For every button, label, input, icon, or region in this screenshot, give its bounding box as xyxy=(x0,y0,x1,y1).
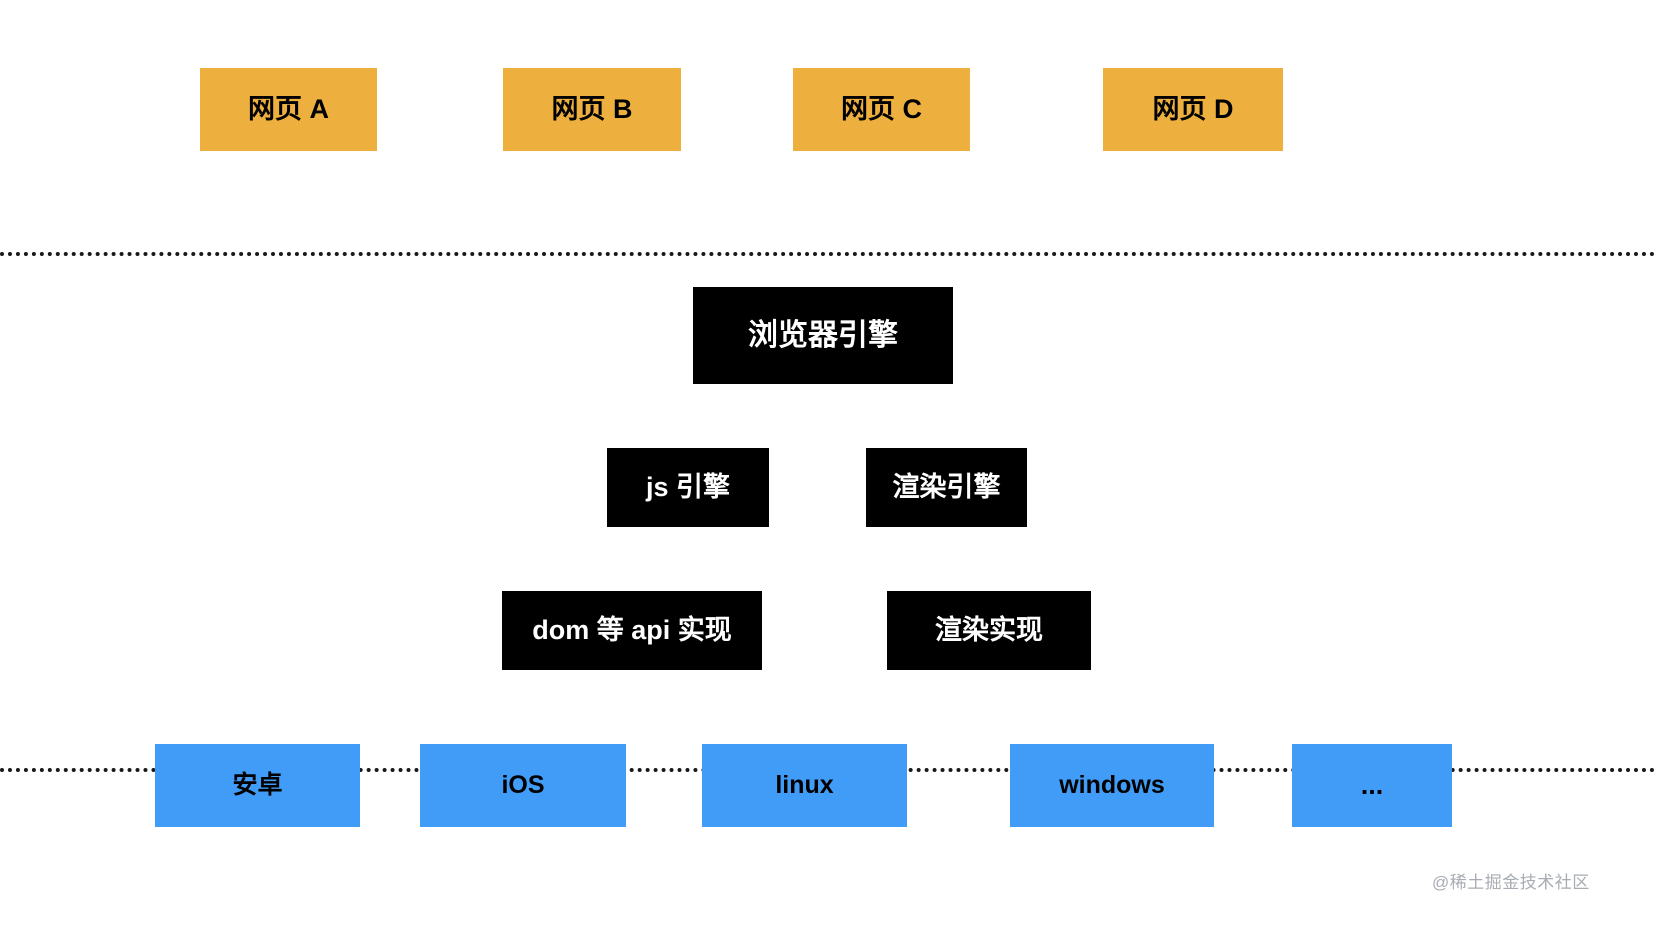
watermark: @稀土掘金技术社区 xyxy=(1432,873,1590,892)
web-page-box-a[interactable]: 网页 A xyxy=(200,68,377,151)
os-box-linux[interactable]: linux xyxy=(702,744,907,827)
os-box-more[interactable]: ... xyxy=(1292,744,1452,827)
dom-api-implementation-box[interactable]: dom 等 api 实现 xyxy=(502,591,762,670)
os-box-ios[interactable]: iOS xyxy=(420,744,626,827)
web-page-box-d[interactable]: 网页 D xyxy=(1103,68,1283,151)
os-box-android[interactable]: 安卓 xyxy=(155,744,360,827)
web-page-box-b[interactable]: 网页 B xyxy=(503,68,681,151)
web-page-box-c[interactable]: 网页 C xyxy=(793,68,970,151)
divider-web-browser xyxy=(0,252,1656,256)
render-engine-box[interactable]: 渲染引擎 xyxy=(866,448,1027,527)
browser-engine-box[interactable]: 浏览器引擎 xyxy=(693,287,953,384)
render-implementation-box[interactable]: 渲染实现 xyxy=(887,591,1091,670)
os-box-windows[interactable]: windows xyxy=(1010,744,1214,827)
js-engine-box[interactable]: js 引擎 xyxy=(607,448,769,527)
